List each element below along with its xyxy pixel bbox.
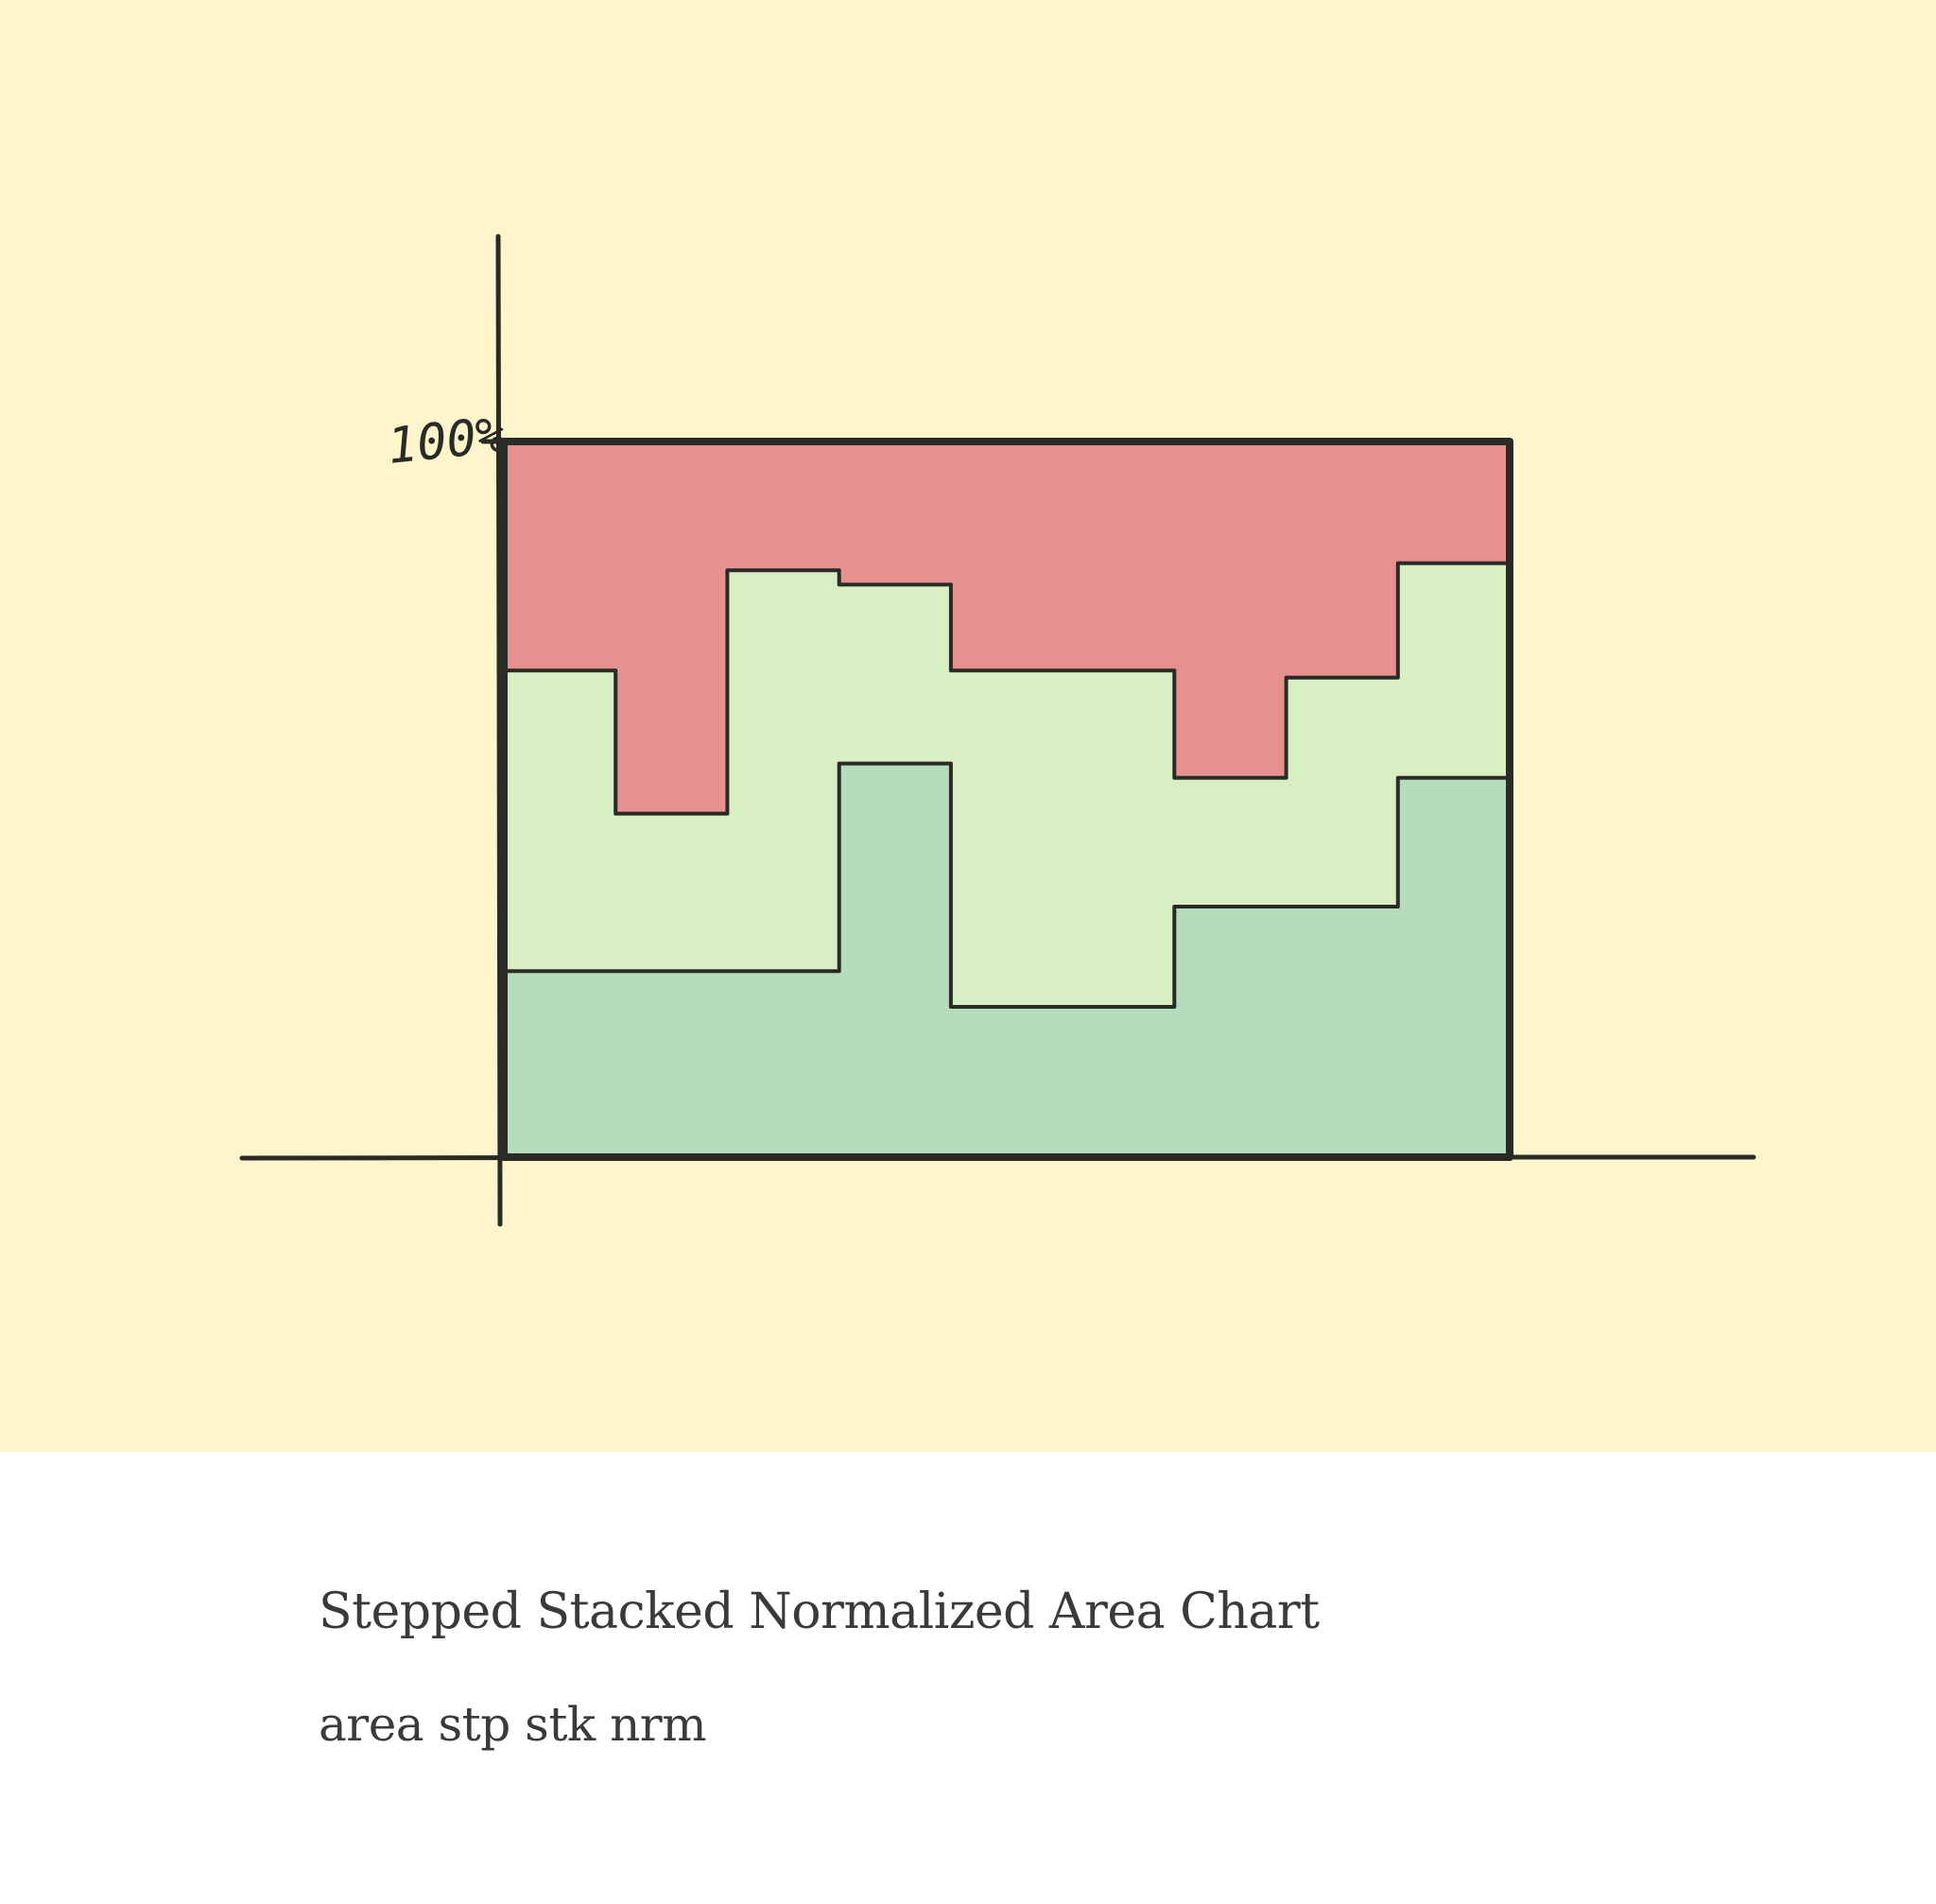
series-boundary-1 bbox=[502, 761, 1512, 1009]
x-axis bbox=[239, 1154, 1756, 1161]
y-tick-label-100: 100% bbox=[385, 407, 509, 476]
caption: Stepped Stacked Normalized Area Chart ar… bbox=[319, 1581, 1737, 1755]
chart-panel: 100% bbox=[0, 0, 1936, 1452]
area-layers bbox=[504, 441, 1510, 1157]
series-boundary-2 bbox=[502, 561, 1512, 816]
plot-frame bbox=[500, 438, 1513, 1161]
area-series-1 bbox=[504, 763, 1510, 1157]
area-series-3 bbox=[504, 441, 1510, 814]
chart-svg: 100% bbox=[239, 234, 1756, 1227]
axes: 100% bbox=[239, 234, 1756, 1227]
chart-title: Stepped Stacked Normalized Area Chart bbox=[319, 1584, 1320, 1640]
area-series-2 bbox=[504, 563, 1510, 1007]
chart-tags: area stp stk nrm bbox=[319, 1697, 707, 1752]
y-axis bbox=[495, 234, 503, 1227]
